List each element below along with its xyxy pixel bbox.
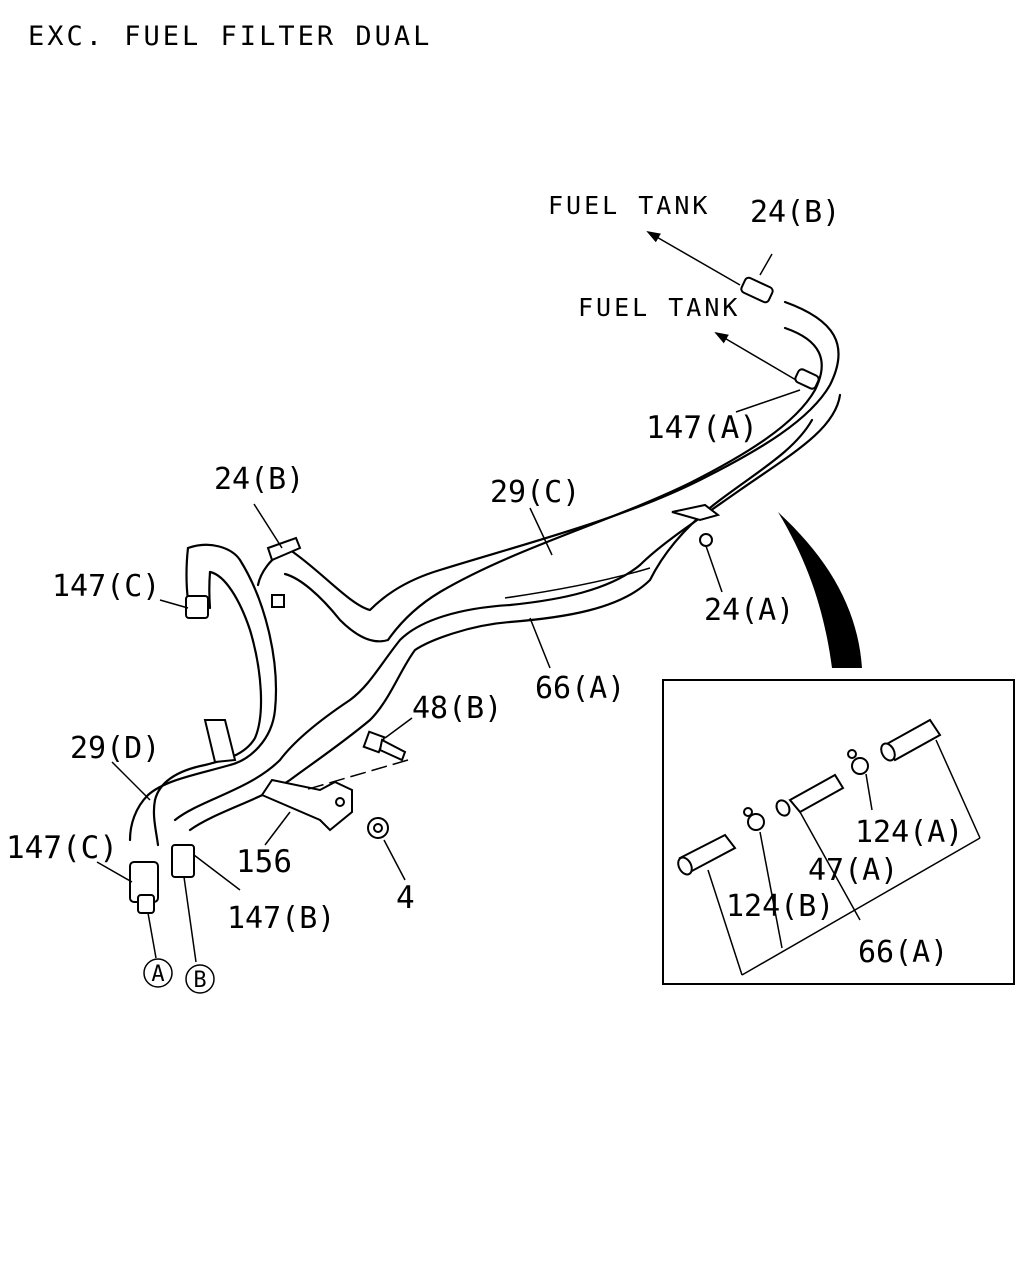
diagram-title: EXC. FUEL FILTER DUAL — [28, 21, 432, 52]
detail-hose-66a-left — [677, 833, 737, 876]
detail-label-124a: 124(A) — [855, 815, 963, 850]
connector-line-a — [147, 912, 157, 959]
label-147c-lower: 147(C) — [6, 830, 118, 866]
fuel-tank-arrow-lower — [714, 331, 797, 381]
fuel-tank-label-upper: FUEL TANK — [548, 191, 710, 220]
connector-circle-a: A — [143, 958, 173, 988]
support-rod — [203, 719, 237, 764]
clamp-147a — [735, 368, 820, 413]
connector-line-b — [183, 876, 197, 963]
detail-inset-frame — [662, 679, 1015, 985]
leader-29c — [529, 507, 553, 556]
detail-inset: 124(A) 47(A) 124(B) 66(A) — [662, 679, 1015, 985]
hose-underside-line — [504, 567, 651, 599]
hose-29c — [256, 300, 840, 643]
connector-a-label: A — [151, 962, 164, 987]
connector-b-label: B — [193, 968, 206, 993]
label-147b: 147(B) — [227, 901, 335, 936]
detail-label-124b: 124(B) — [726, 889, 834, 924]
label-147a: 147(A) — [646, 410, 758, 446]
fuel-tank-label-lower: FUEL TANK — [578, 293, 740, 322]
label-48b: 48(B) — [412, 691, 502, 726]
hose-66a — [173, 393, 842, 832]
connector-circle-b: B — [185, 964, 215, 994]
label-66a: 66(A) — [535, 671, 625, 706]
detail-label-47a: 47(A) — [808, 853, 898, 888]
detail-clamp-124a — [847, 749, 869, 775]
bracket-156 — [260, 778, 353, 846]
label-156: 156 — [236, 844, 292, 880]
label-24b-upper: 24(B) — [750, 195, 840, 230]
clip-24a — [671, 503, 723, 593]
clamp-147c-upper — [159, 595, 209, 619]
detail-clamp-124b — [743, 807, 765, 831]
bolt-48b — [304, 717, 413, 791]
detail-label-66a: 66(A) — [858, 935, 948, 970]
detail-hose-66a-right — [880, 718, 942, 762]
clamp-147b — [171, 844, 241, 891]
label-147c-upper: 147(C) — [52, 569, 160, 604]
leader-29d — [111, 761, 151, 801]
label-24b-left: 24(B) — [214, 462, 304, 497]
clip-24b-left — [253, 503, 302, 608]
clamp-147c-lower — [96, 861, 159, 914]
label-4: 4 — [396, 880, 415, 916]
leader-66a — [529, 617, 551, 669]
nut-4 — [367, 817, 406, 881]
detail-pipe-47a — [775, 773, 845, 817]
label-29c: 29(C) — [490, 475, 580, 510]
clip-24b-upper — [740, 253, 774, 304]
detail-callout-wedge — [778, 512, 862, 668]
label-29d: 29(D) — [70, 731, 160, 766]
label-24a: 24(A) — [704, 593, 794, 628]
fuel-tank-arrow-upper — [646, 231, 741, 286]
